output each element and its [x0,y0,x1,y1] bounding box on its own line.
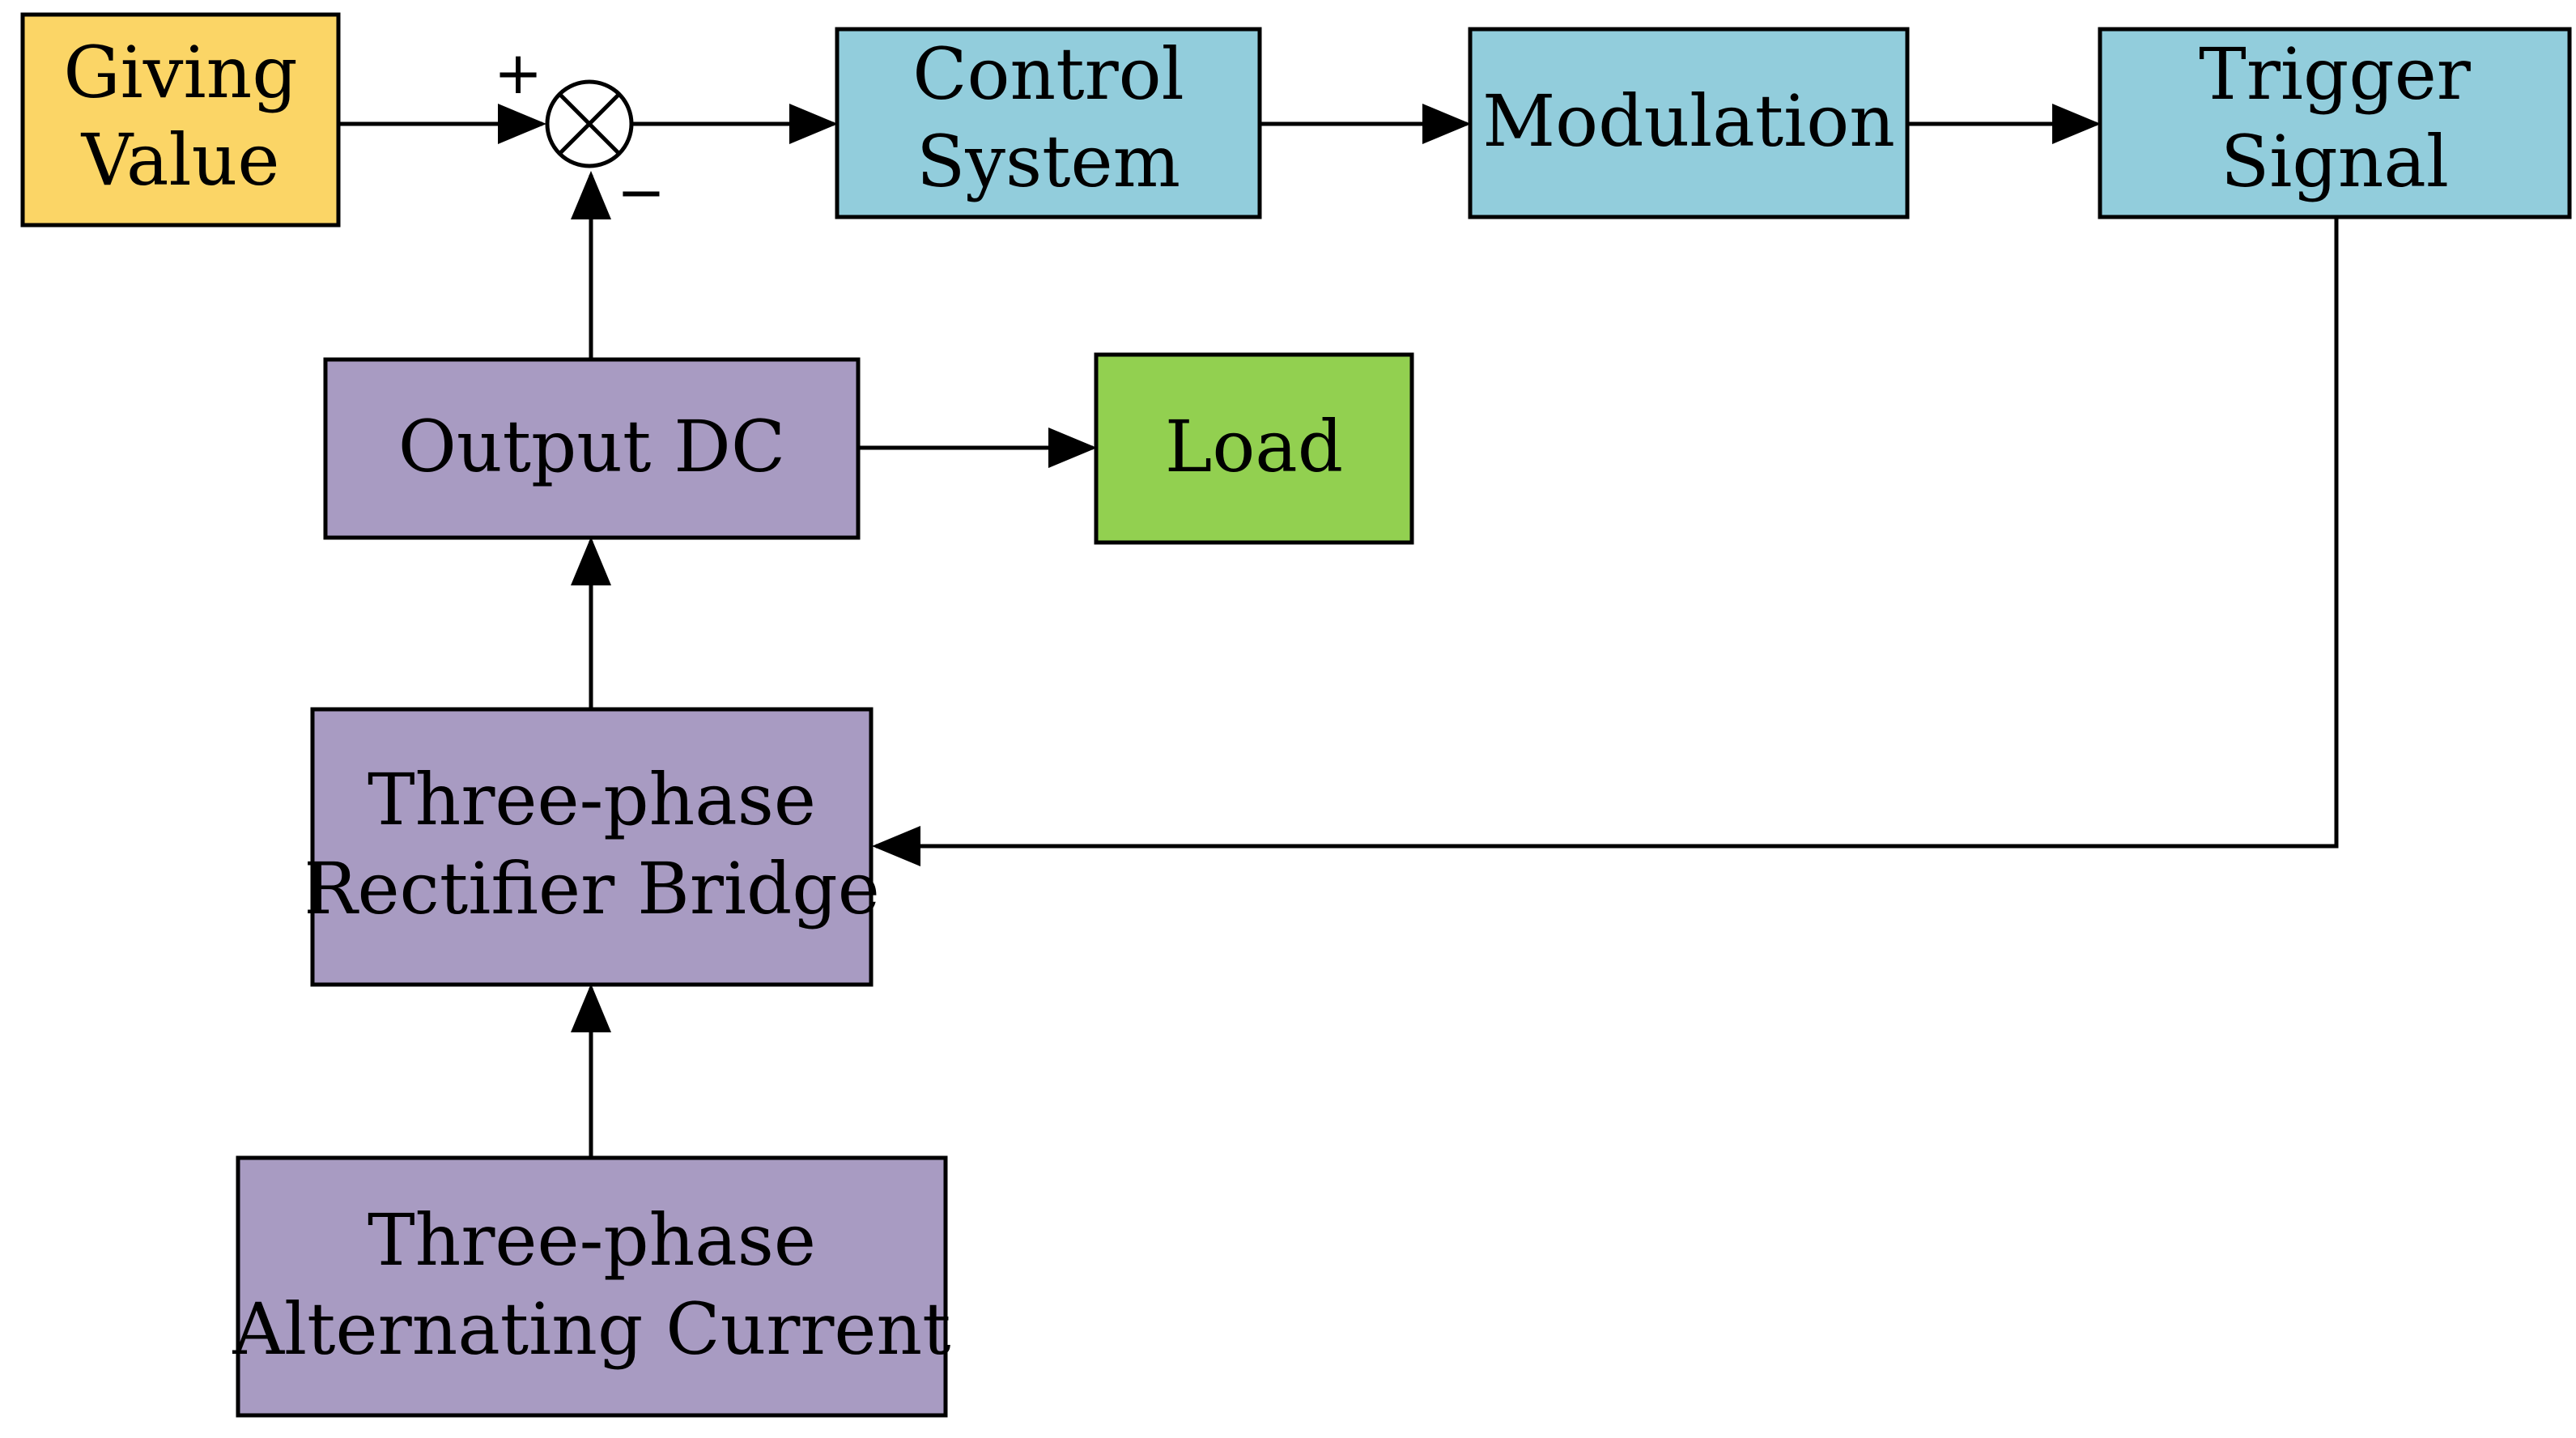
arrow-trigger-to-rectifier [872,217,2339,866]
trigger-signal-line1: Trigger [2199,32,2472,116]
block-control-system: Control System [835,27,1262,219]
trigger-signal-line2: Signal [2221,120,2449,203]
block-output-dc: Output DC [323,357,861,540]
giving-value-line1: Giving [63,31,297,114]
ac-source-line1: Three-phase [368,1198,816,1282]
load-label: Load [1165,405,1343,488]
modulation-label: Modulation [1482,79,1895,163]
connectors [338,104,2339,1158]
block-giving-value: Giving Value [20,12,341,228]
output-dc-label: Output DC [398,405,785,488]
rectifier-line2: Rectifier Bridge [304,847,880,930]
block-rectifier-bridge: Three-phase Rectifier Bridge [304,707,880,987]
control-system-line2: System [916,120,1180,203]
giving-value-line2: Value [81,118,280,202]
block-load: Load [1094,352,1414,545]
block-trigger-signal: Trigger Signal [2098,27,2572,219]
rectifier-line1: Three-phase [368,758,816,841]
summing-junction-icon [545,79,634,168]
block-modulation: Modulation [1468,27,1910,219]
block-ac-source: Three-phase Alternating Current [232,1155,951,1418]
ac-source-line2: Alternating Current [232,1287,950,1371]
plus-sign: + [494,39,542,107]
minus-sign: − [617,158,665,226]
control-system-line1: Control [912,32,1184,116]
